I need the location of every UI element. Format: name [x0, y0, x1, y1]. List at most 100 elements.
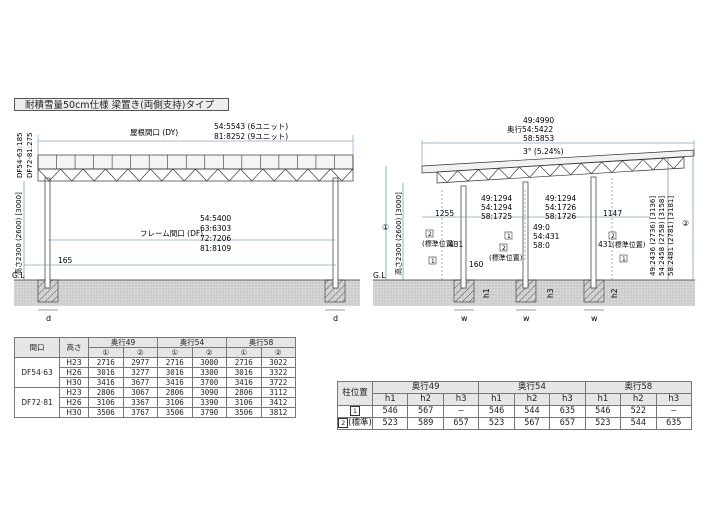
- t2-cell: 635: [655, 417, 692, 430]
- side-truss-diagonal: [652, 158, 664, 171]
- side-right-height-49: 49:2436 (2736) [3136]: [649, 196, 657, 276]
- side-post-value-49: 49:0: [533, 223, 550, 232]
- t1-cell: 3112: [260, 387, 296, 398]
- t1-height: H26: [59, 397, 89, 408]
- side-right-height-54: 54:2458 (2758) [3158]: [658, 196, 666, 276]
- t1-sub: ①: [226, 347, 262, 358]
- side-right-mid-54: 54:1726: [545, 203, 576, 212]
- t1-group-name: DF72·81: [14, 387, 60, 418]
- t2-position-text: (標準): [348, 418, 372, 428]
- side-right-height-58: 58:2481 (2781) [3181]: [667, 196, 675, 276]
- side-dim-431-left: 431: [449, 240, 464, 249]
- side-truss-diagonal: [498, 168, 510, 179]
- truss-diagonal: [206, 168, 219, 182]
- t1-cell: 2977: [122, 357, 158, 368]
- t1-sub: ①: [157, 347, 193, 358]
- df-value-54: 54:5400: [200, 214, 231, 223]
- side-truss-diagonal: [447, 170, 458, 183]
- t2-cell: 567: [513, 417, 551, 430]
- d-right-label: d: [333, 314, 338, 323]
- t1-cell: 3277: [122, 367, 158, 378]
- truss-diagonal: [71, 168, 84, 182]
- pos-box-2-left: [425, 229, 434, 238]
- t1-sub: ②: [260, 347, 296, 358]
- side-left-height: 高さ2300 (2600) [3000]: [394, 192, 403, 275]
- t1-sub: ①: [88, 347, 124, 358]
- t1-cell: 3300: [191, 367, 227, 378]
- dy-value-54: 54:5543 (6ユニット): [214, 122, 288, 131]
- side-post-2: [522, 181, 529, 289]
- t2-cell: —: [442, 405, 480, 418]
- t2-cell: 544: [620, 417, 657, 430]
- pos-box-1-mid: [504, 231, 513, 240]
- side-circle-1: ①: [382, 223, 389, 232]
- t2-cell: 523: [584, 417, 622, 430]
- truss-diagonal: [195, 168, 207, 182]
- t1-cell: 3412: [260, 397, 296, 408]
- df-value-63: 63:6303: [200, 224, 231, 233]
- pos-label-2-right: (標準位置): [612, 240, 646, 249]
- side-w2: w: [523, 314, 530, 323]
- t1-cell: 3416: [157, 377, 193, 388]
- t1-cell: 3106: [88, 397, 124, 408]
- t2-sub: h2: [513, 393, 551, 406]
- pos-num-2-mid: 2: [502, 245, 506, 252]
- pos-num-2-left: 2: [428, 231, 432, 238]
- pos-label-2-left: (標準位置): [422, 239, 456, 248]
- front-roof-scallops: [37, 155, 354, 169]
- truss-diagonal: [341, 168, 354, 182]
- pos-num-2-right: 2: [611, 233, 615, 240]
- t1-cell: 3016: [157, 367, 193, 378]
- truss-diagonal: [60, 168, 72, 182]
- side-truss-diagonal: [591, 161, 602, 174]
- side-truss-diagonal: [663, 158, 674, 169]
- truss-diagonal: [172, 168, 185, 182]
- truss-diagonal: [82, 168, 95, 182]
- side-h1: h1: [482, 288, 491, 298]
- t1-cell: 3390: [191, 397, 227, 408]
- t1-cell: 3090: [191, 387, 227, 398]
- side-truss-diagonal: [570, 163, 582, 176]
- truss-diagonal: [251, 168, 264, 182]
- t2-cell: 589: [407, 417, 444, 430]
- side-roof: [421, 149, 695, 174]
- t2-cell: 523: [478, 417, 515, 430]
- df-value-72: 72:7206: [200, 234, 231, 243]
- side-top-value-49: 49:4990: [523, 116, 554, 125]
- t1-height: H23: [59, 357, 89, 368]
- side-post-1: [460, 185, 467, 289]
- t1-cell: 3106: [226, 397, 262, 408]
- side-truss-diagonal: [529, 165, 541, 178]
- side-truss-diagonal: [560, 164, 572, 176]
- truss-diagonal: [330, 168, 342, 182]
- side-truss-diagonal: [632, 159, 644, 172]
- side-top-value-58: 58:5853: [523, 134, 554, 143]
- side-left-offset: 1255: [435, 209, 454, 218]
- t1-header-depth54: 奥行54: [157, 337, 227, 348]
- t2-position-number: 1: [350, 406, 360, 416]
- side-truss-diagonal: [549, 164, 561, 177]
- side-left-mid-54: 54:1294: [481, 203, 512, 212]
- pos-box-1-left: [428, 256, 437, 265]
- diagram-title-text: 耐積雪量50cm仕様 梁置き(両側支持)タイプ: [25, 100, 214, 111]
- t2-row-label: 1: [337, 405, 373, 418]
- t2-header-depth54: 奥行54: [478, 381, 586, 394]
- side-view: G.L 49:4990 奥行54:5422 58:5853 3° (5.24%)…: [373, 116, 695, 323]
- front-view: 屋根間口 (DY) 54:5543 (6ユニット) 81:8252 (9ユニット…: [12, 122, 360, 323]
- d-left-label: d: [46, 314, 51, 323]
- side-h3: h3: [546, 288, 555, 298]
- truss-diagonal: [94, 168, 106, 182]
- t1-cell: 3106: [157, 397, 193, 408]
- t2-sub: h3: [442, 393, 480, 406]
- side-truss-diagonal: [457, 170, 469, 182]
- side-w1: w: [461, 314, 468, 323]
- t1-cell: 3790: [191, 407, 227, 418]
- t2-header-depth49: 奥行49: [371, 381, 480, 394]
- t1-cell: 3067: [122, 387, 158, 398]
- side-post-3: [590, 176, 597, 289]
